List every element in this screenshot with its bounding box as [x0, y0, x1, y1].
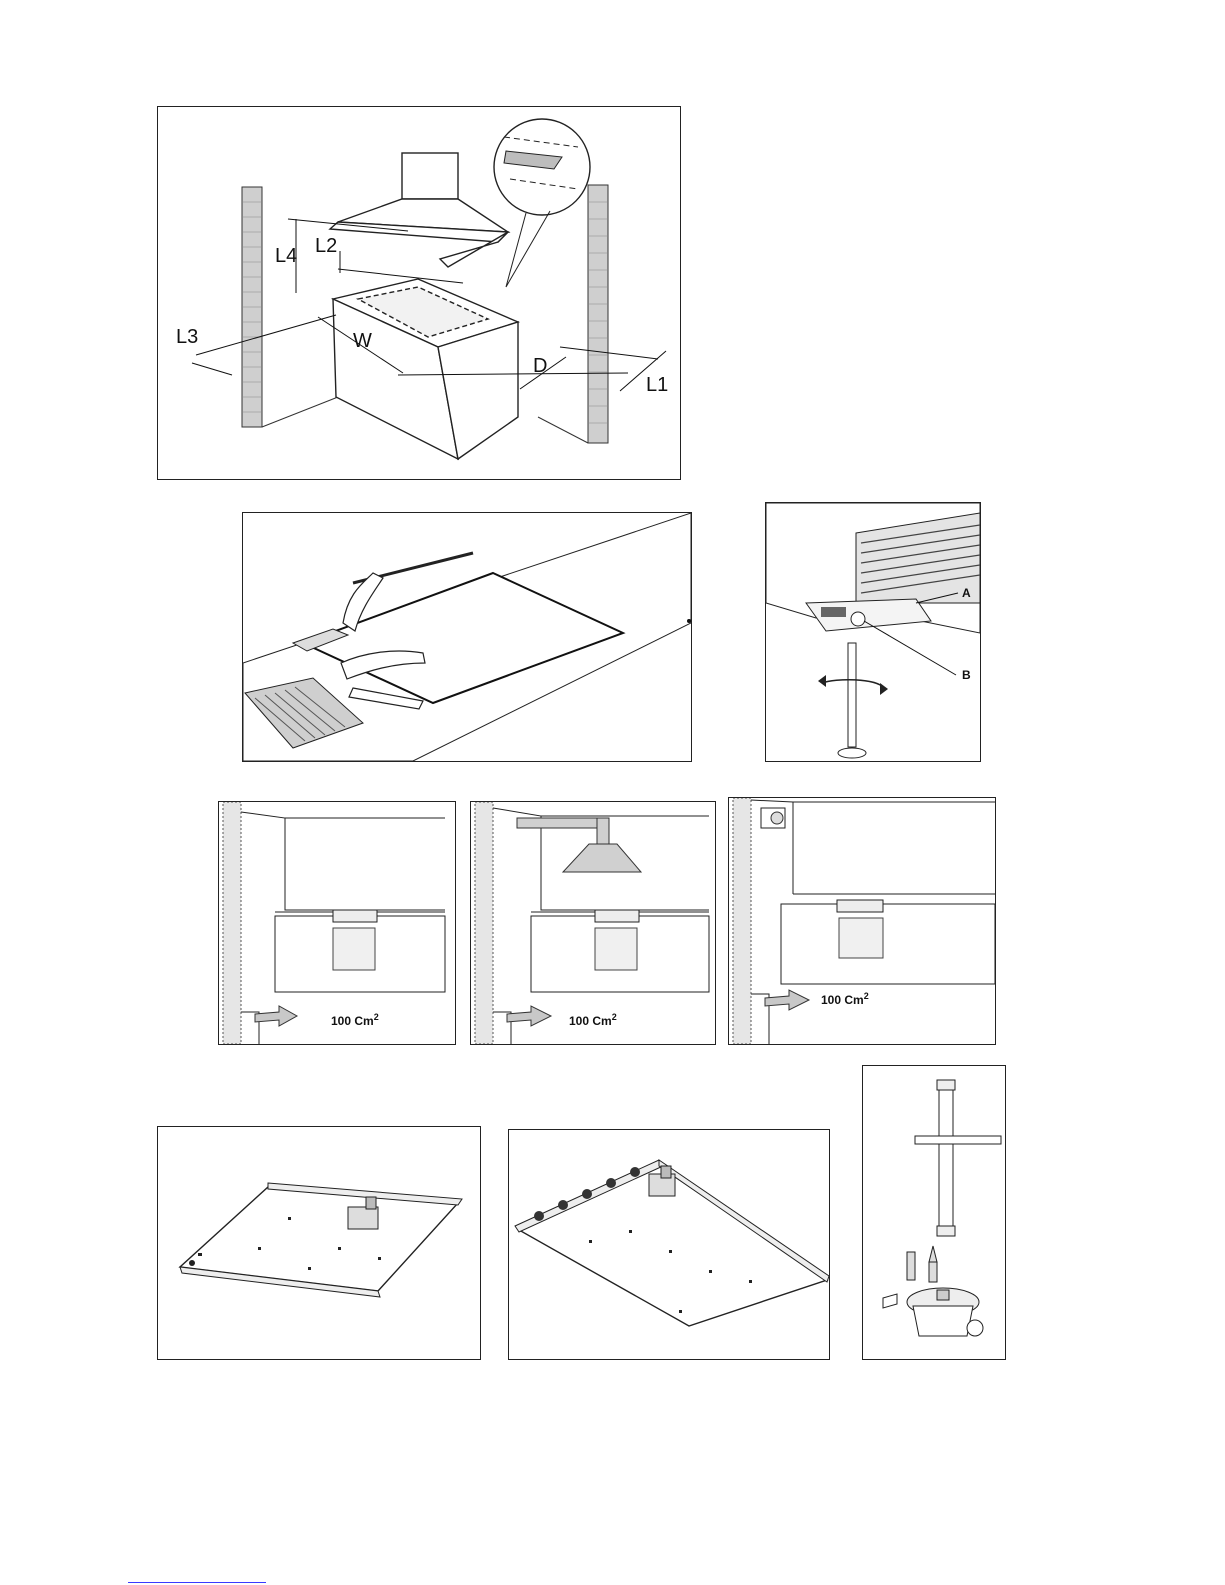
- vent-opening-text-3: 100 Cm: [821, 993, 864, 1007]
- worktop-cabinet: [333, 279, 518, 459]
- svg-text:100 Cm2: 100 Cm2: [569, 1012, 617, 1028]
- vent-opening-sup-2: 2: [612, 1012, 617, 1022]
- hob-underside-figure-2: [508, 1129, 830, 1360]
- ventilation-panel-2: 100 Cm2: [470, 801, 716, 1045]
- label-a: A: [962, 586, 971, 600]
- worktop-cutout-figure: [242, 512, 692, 762]
- vent-opening-sup-3: 2: [864, 991, 869, 1001]
- ventilation-panel-1: 100 Cm2: [218, 801, 456, 1045]
- dim-d-label: D: [533, 355, 547, 377]
- box-spanner: [915, 1080, 1001, 1236]
- detail-inset: [494, 119, 590, 287]
- cooker-hood: [330, 153, 508, 267]
- installation-dimensions-figure: L4 L2 L3 W D L1: [157, 106, 681, 480]
- dim-l3-label: L3: [176, 326, 198, 348]
- svg-text:100 Cm2: 100 Cm2: [821, 991, 869, 1007]
- svg-text:100 Cm2: 100 Cm2: [331, 1012, 379, 1028]
- fixing-clip: [806, 599, 931, 631]
- vent-opening-text-2: 100 Cm: [569, 1014, 612, 1028]
- right-wall: [538, 185, 608, 443]
- dim-w-label: W: [353, 330, 372, 352]
- label-b: B: [962, 668, 971, 682]
- vent-opening-sup-1: 2: [374, 1012, 379, 1022]
- dim-l1-label: L1: [646, 374, 668, 396]
- screwdriver: [818, 643, 888, 758]
- fixing-bracket-figure: A B: [765, 502, 981, 762]
- dim-l4-label: L4: [275, 245, 297, 267]
- injectors: [907, 1246, 937, 1282]
- footer-link-underline: [128, 1582, 266, 1583]
- ventilation-panel-3: 100 Cm2: [728, 797, 996, 1045]
- injector-wrench-figure: [862, 1065, 1006, 1360]
- vent-opening-text-1: 100 Cm: [331, 1014, 374, 1028]
- hob-underside-figure-1: [157, 1126, 481, 1360]
- burner-valve: [907, 1288, 983, 1336]
- dim-l2-label: L2: [315, 235, 337, 257]
